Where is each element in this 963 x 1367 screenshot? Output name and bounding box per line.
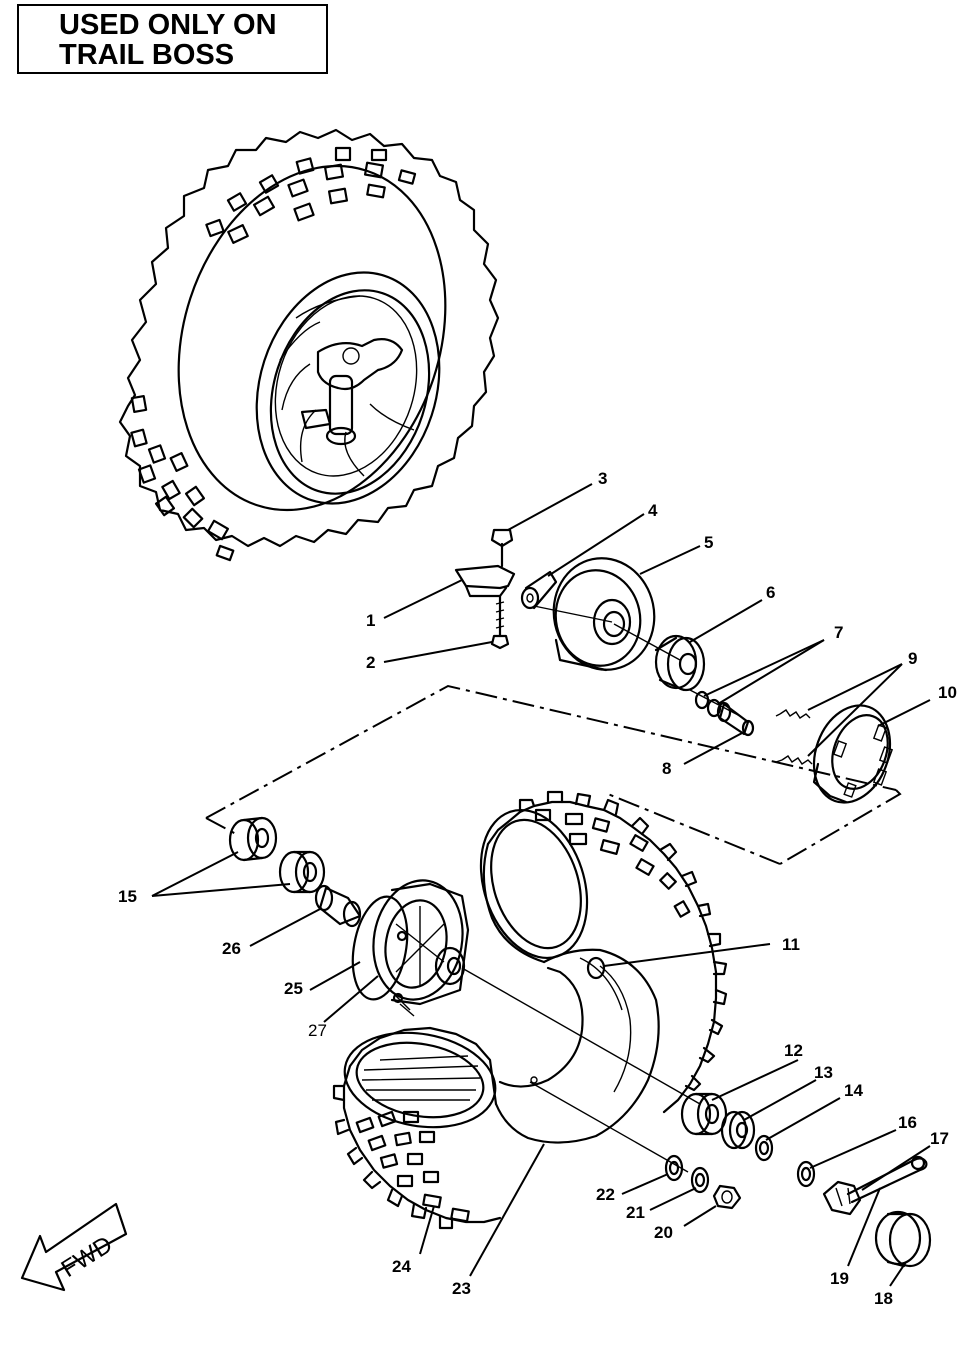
axle-bolt-part-8	[716, 701, 755, 737]
bolt-part-2	[490, 594, 510, 650]
rear-tire-part-24	[332, 790, 728, 1230]
title-box: USED ONLY ON TRAIL BOSS	[17, 4, 328, 74]
washer-part-22	[664, 1154, 684, 1182]
washer-part-16	[796, 1160, 816, 1188]
callout-12: 12	[784, 1041, 803, 1060]
callout-19: 19	[830, 1269, 849, 1288]
springs-part-9	[775, 709, 813, 765]
brake-drum-part-5	[533, 557, 656, 672]
callout-2: 2	[366, 653, 375, 672]
washer-part-4	[520, 570, 558, 610]
callout-10: 10	[938, 683, 957, 702]
brake-cover-part-10	[812, 704, 894, 804]
callout-23: 23	[452, 1279, 471, 1298]
callout-9: 9	[908, 649, 917, 668]
hub-part-25	[351, 879, 470, 1006]
hub-cap-part-18	[874, 1210, 932, 1268]
leader-lines	[151, 483, 931, 1287]
callout-11: 11	[782, 935, 800, 954]
washer-part-14	[754, 1134, 774, 1162]
spacer-part-13	[720, 1110, 756, 1150]
tread-blocks-upper	[130, 146, 417, 562]
callout-16: 16	[898, 1113, 917, 1132]
spacer-part-6	[613, 623, 706, 692]
callout-15: 15	[118, 887, 137, 906]
callout-17: 17	[930, 1129, 949, 1148]
callout-7: 7	[834, 623, 843, 642]
callout-4: 4	[648, 501, 658, 520]
title-line-1: USED ONLY ON	[59, 9, 277, 41]
washers-part-7	[689, 689, 741, 718]
fwd-arrow: FWD	[20, 1202, 128, 1292]
callout-13: 13	[814, 1063, 833, 1082]
callout-1: 1	[366, 611, 375, 630]
bearings-part-15	[228, 816, 326, 894]
callout-3: 3	[598, 469, 607, 488]
front-tire-assembly	[118, 128, 500, 562]
callout-numbers: 1 2 3 4 5 6 7 8 9 10 11 12 13 14 15 16 1…	[118, 469, 957, 1308]
bearing-part-12	[680, 1092, 728, 1136]
title-line-2: TRAIL BOSS	[59, 39, 235, 71]
nut-part-3	[490, 528, 514, 568]
callout-25: 25	[284, 979, 303, 998]
castle-nut-part-19	[822, 1180, 862, 1216]
cotter-pin-part-17	[846, 1155, 928, 1204]
callout-20: 20	[654, 1223, 673, 1242]
callout-5: 5	[704, 533, 713, 552]
bracket-part-1	[454, 564, 516, 598]
washer-part-21	[690, 1166, 710, 1194]
callout-18: 18	[874, 1289, 893, 1308]
callout-22: 22	[596, 1185, 615, 1204]
callout-8: 8	[662, 759, 671, 778]
callout-14: 14	[844, 1081, 863, 1100]
callout-6: 6	[766, 583, 775, 602]
callout-27: 27	[308, 1021, 327, 1040]
exploded-view-dash-lines	[205, 684, 902, 865]
spacer-tube-part-26	[314, 884, 362, 928]
callout-21: 21	[626, 1203, 645, 1222]
callout-24: 24	[392, 1257, 411, 1276]
callout-26: 26	[222, 939, 241, 958]
studs-part-27	[395, 995, 415, 1017]
nut-part-20	[712, 1184, 742, 1210]
